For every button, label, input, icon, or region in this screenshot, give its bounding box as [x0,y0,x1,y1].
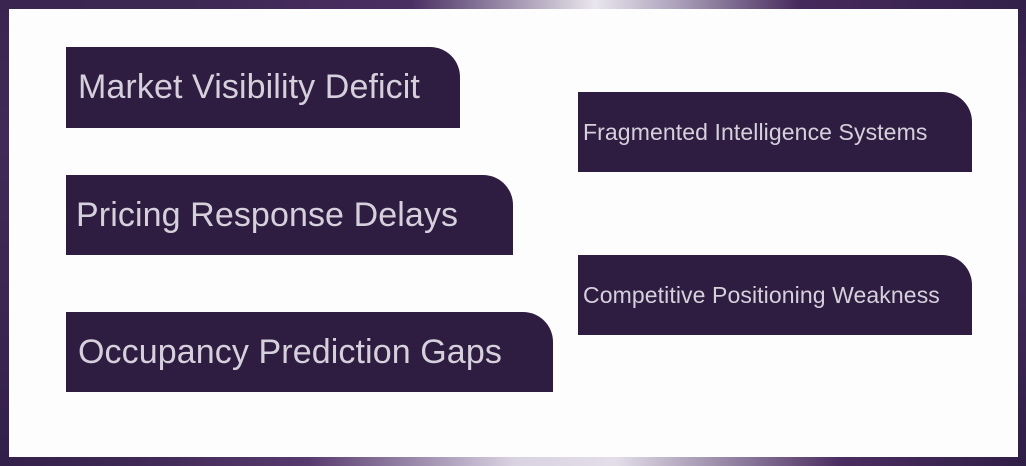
card-label: Fragmented Intelligence Systems [583,118,928,145]
slide-frame-top [0,0,1026,9]
card-label: Market Visibility Deficit [78,68,420,106]
slide-frame-right [1018,0,1026,466]
card-occupancy-prediction-gaps[interactable]: Occupancy Prediction Gaps [66,312,553,392]
slide-page-surface: Market Visibility Deficit Pricing Respon… [9,9,1018,457]
slide-frame-bottom [0,457,1026,466]
card-label: Pricing Response Delays [76,195,459,234]
slide-frame-left [0,0,9,466]
card-fragmented-intelligence-systems[interactable]: Fragmented Intelligence Systems [578,92,972,172]
card-market-visibility-deficit[interactable]: Market Visibility Deficit [66,47,460,128]
card-competitive-positioning-weakness[interactable]: Competitive Positioning Weakness [578,255,972,335]
card-label: Occupancy Prediction Gaps [78,332,502,371]
card-pricing-response-delays[interactable]: Pricing Response Delays [66,175,513,255]
card-label: Competitive Positioning Weakness [583,281,940,308]
